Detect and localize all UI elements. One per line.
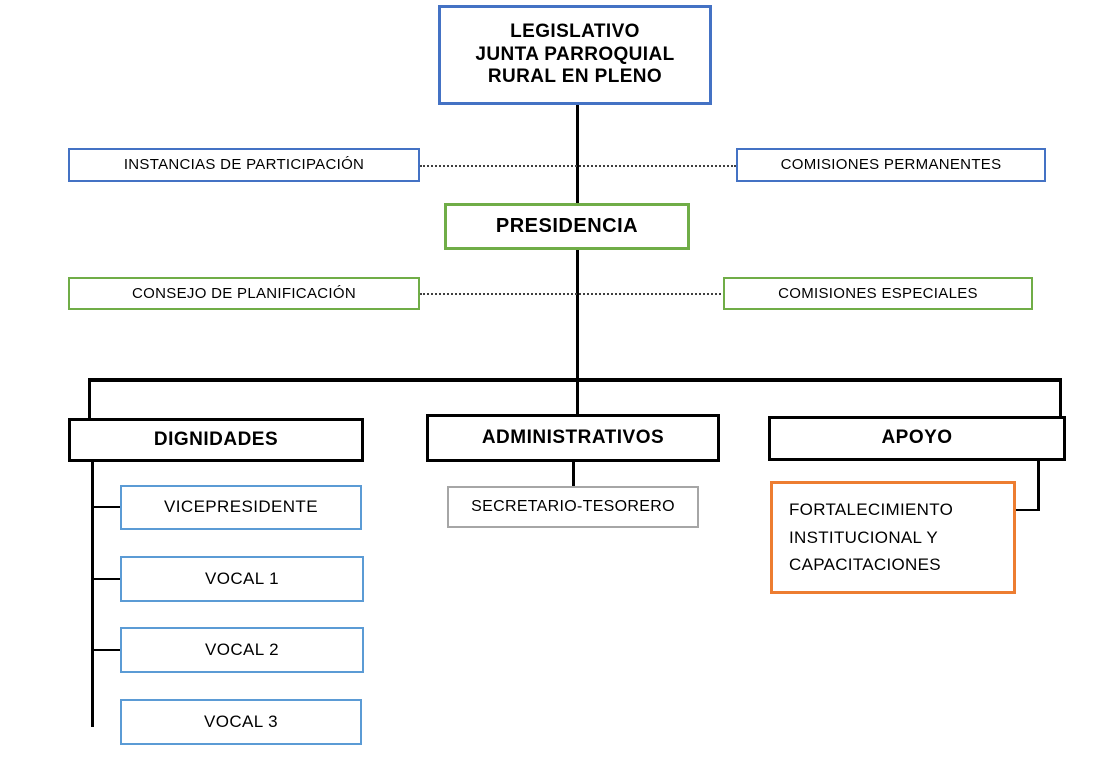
- connector-dotted-row-consejo: [420, 293, 725, 295]
- node-consejo-planificacion-label: CONSEJO DE PLANIFICACIÓN: [132, 284, 356, 302]
- connector-bus-to-apoyo: [1059, 378, 1062, 416]
- node-apoyo[interactable]: APOYO: [768, 416, 1066, 461]
- node-comisiones-permanentes-label: COMISIONES PERMANENTES: [780, 156, 1002, 174]
- node-administrativos-label: ADMINISTRATIVOS: [481, 426, 665, 448]
- connector-stub-vocal-2: [91, 649, 121, 651]
- node-presidencia[interactable]: PRESIDENCIA: [444, 203, 690, 250]
- node-fortalecimiento-institucional[interactable]: FORTALECIMIENTO INSTITUCIONAL Y CAPACITA…: [770, 481, 1016, 594]
- node-administrativos[interactable]: ADMINISTRATIVOS: [426, 414, 720, 462]
- connector-bus-to-administrativos: [576, 378, 579, 414]
- node-vicepresidente-label: VICEPRESIDENTE: [164, 497, 318, 517]
- node-legislativo-label: LEGISLATIVO JUNTA PARROQUIAL RURAL EN PL…: [475, 21, 675, 88]
- node-legislativo[interactable]: LEGISLATIVO JUNTA PARROQUIAL RURAL EN PL…: [438, 5, 712, 105]
- connector-legislativo-presidencia: [576, 105, 579, 203]
- node-vocal-1-label: VOCAL 1: [205, 568, 279, 588]
- node-comisiones-especiales[interactable]: COMISIONES ESPECIALES: [723, 277, 1033, 310]
- connector-apoyo-spine: [1037, 461, 1040, 511]
- connector-stub-vicepresidente: [91, 506, 121, 508]
- connector-dignidades-spine: [91, 461, 94, 727]
- node-vocal-2-label: VOCAL 2: [205, 639, 279, 659]
- connector-administrativos-secretario: [572, 462, 575, 486]
- node-dignidades-label: DIGNIDADES: [153, 428, 279, 450]
- node-secretario-tesorero[interactable]: SECRETARIO-TESORERO: [447, 486, 699, 528]
- connector-apoyo-to-fortalecimiento: [1016, 509, 1040, 511]
- node-fortalecimiento-institucional-label: FORTALECIMIENTO INSTITUCIONAL Y CAPACITA…: [789, 500, 954, 575]
- node-presidencia-label: PRESIDENCIA: [495, 214, 639, 237]
- node-consejo-planificacion[interactable]: CONSEJO DE PLANIFICACIÓN: [68, 277, 420, 310]
- node-vicepresidente[interactable]: VICEPRESIDENTE: [120, 485, 362, 530]
- node-comisiones-especiales-label: COMISIONES ESPECIALES: [778, 284, 978, 302]
- node-instancias-participacion[interactable]: INSTANCIAS DE PARTICIPACIÓN: [68, 148, 420, 182]
- node-vocal-2[interactable]: VOCAL 2: [120, 627, 364, 673]
- connector-presidencia-bus: [576, 250, 579, 381]
- node-apoyo-label: APOYO: [881, 427, 953, 449]
- node-secretario-tesorero-label: SECRETARIO-TESORERO: [471, 497, 675, 515]
- node-dignidades[interactable]: DIGNIDADES: [68, 418, 364, 462]
- node-instancias-participacion-label: INSTANCIAS DE PARTICIPACIÓN: [123, 156, 365, 174]
- node-comisiones-permanentes[interactable]: COMISIONES PERMANENTES: [736, 148, 1046, 182]
- connector-stub-vocal-1: [91, 578, 121, 580]
- connector-dotted-row-participacion: [420, 165, 736, 167]
- node-vocal-1[interactable]: VOCAL 1: [120, 556, 364, 602]
- connector-horizontal-bus: [88, 378, 1062, 382]
- node-vocal-3-label: VOCAL 3: [204, 711, 278, 731]
- connector-bus-to-dignidades: [88, 378, 91, 418]
- node-vocal-3[interactable]: VOCAL 3: [120, 699, 362, 745]
